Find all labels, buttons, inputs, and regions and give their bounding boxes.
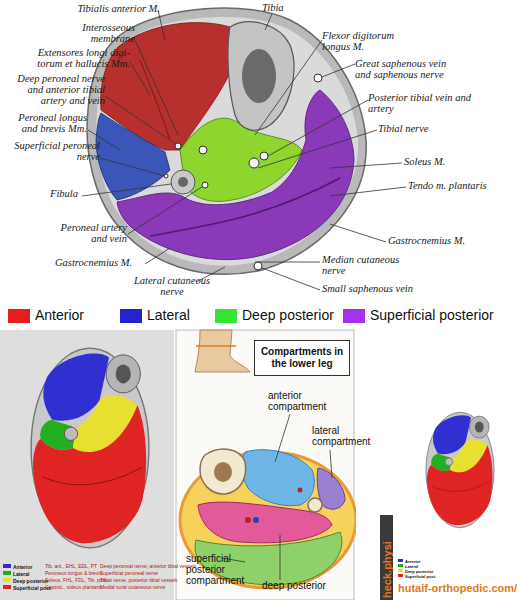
legend-label: Superficial post. [405,573,436,580]
legend-swatch [398,569,403,572]
anatomy-label: Tibia [262,2,302,13]
watermark: hutaif-orthopedic.com/ [398,582,517,594]
legend-note: Tib. ant., EHL, EDL, PT [45,563,97,569]
legend-label: Deep posterior [242,307,334,324]
legend-swatch [8,309,30,323]
legend-swatch [3,571,11,575]
compartment-label: lateral compartment [312,425,378,447]
anatomy-label: Deep peroneal nerve and anterior tibial … [5,73,105,106]
anatomy-label: Tibial nerve [378,123,458,134]
legend-swatch [215,309,237,323]
legend-swatch [120,309,142,323]
legend-note: Soleus, FHL, FDL, Tib. post. [45,577,108,583]
legend-label: Superficial posterior [370,307,494,324]
legend-note: Tibial nerve; posterior tibial vessels [100,577,178,583]
legend-label: Deep posterior [405,568,433,575]
anatomy-label: Soleus M. [404,156,474,167]
anatomy-label: Gastrocnemius M. [388,235,488,246]
legend-label: Lateral [405,563,418,570]
legend-note: Peroneus longus & brevis [45,570,102,576]
anatomy-label: Fibula [50,188,100,199]
anatomy-label: Lateral cutaneous nerve [128,275,216,297]
legend-swatch [3,578,11,582]
compartment-label: superficial posterior compartment [186,553,250,586]
watermark: heck.physi [381,541,393,598]
box-title: Compartments in the lower leg [258,346,346,370]
legend-label: Anterior [35,307,84,324]
anatomy-label: Peroneal longus and brevis Mm. [5,112,87,134]
legend-swatch [3,564,11,568]
legend-note: Superficial peroneal nerve [100,570,158,576]
anatomy-label: Median cutaneous nerve [322,254,407,276]
legend-swatch [3,585,11,589]
anatomy-label: Flexor digitorum longus M. [322,30,407,52]
legend-label: Anterior [13,563,32,571]
anatomy-label: Posterior tibial vein and artery [368,92,472,114]
legend-note: Deep peroneal nerve; anterior tibial ves… [100,563,196,569]
anatomy-label: Gastrocnemius M. [55,257,145,268]
anatomy-label: Extensores longi digi- torum et hallucis… [18,47,130,69]
anatomy-label: Small saphenous vein [322,283,442,294]
legend-note: Medial sural cutaneous nerve [100,584,165,590]
anatomy-label: Superficial peroneal nerve [5,140,100,162]
legend-label: Lateral [13,570,29,578]
legend-swatch [398,574,403,577]
title-box: Compartments in the lower leg [254,340,350,376]
anatomy-label: Great saphenous vein and saphenous nerve [355,58,457,80]
anatomy-label: Interosseous membrane [55,22,135,44]
anatomy-label: Tendo m. plantaris [408,180,508,191]
legend-swatch [398,559,403,562]
legend-label: Superficial post. [13,584,52,592]
legend-label: Anterior [405,558,421,565]
anatomy-label: Peroneal artery and vein [45,222,127,244]
legend-note: Gastroc., soleus plantaris [45,584,101,590]
compartment-label: deep posterior [262,580,342,591]
legend-swatch [343,309,365,323]
legend-label: Deep posterior [13,577,48,585]
anatomy-label: Tibialis anterior M. [45,3,160,14]
legend-label: Lateral [147,307,190,324]
compartment-label: anterior compartment [268,390,348,412]
legend-swatch [398,564,403,567]
